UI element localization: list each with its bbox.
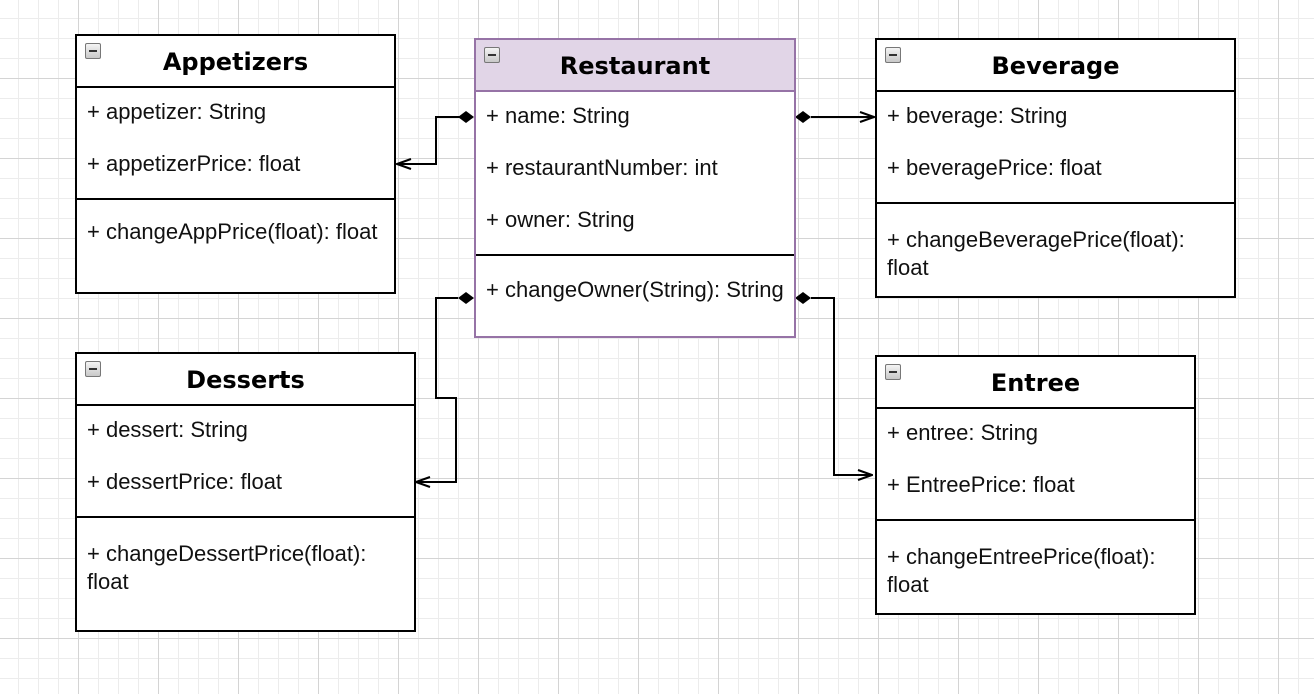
minus-square-icon[interactable] [484,47,500,63]
class-title: Restaurant [559,52,711,80]
methods-section: + changeEntreePrice(float): float [877,521,1194,599]
class-header: Restaurant [476,40,794,92]
attributes-section: + appetizer: String + appetizerPrice: fl… [77,88,394,200]
attributes-section: + name: String + restaurantNumber: int +… [476,92,794,256]
attributes-section: + beverage: String + beveragePrice: floa… [877,92,1234,204]
minus-square-icon[interactable] [885,47,901,63]
attribute[interactable]: + beverage: String [887,103,1068,128]
class-title: Beverage [991,52,1120,80]
attributes-section: + dessert: String + dessertPrice: float [77,406,414,518]
method[interactable]: + changeOwner(String): String [486,277,784,302]
class-header: Entree [877,357,1194,409]
composition-diamond [795,292,811,304]
method[interactable]: + changeEntreePrice(float): float [887,544,1156,597]
class-title: Entree [990,369,1081,397]
method[interactable]: + changeBeveragePrice(float): float [887,227,1185,280]
attributes-section: + entree: String + EntreePrice: float [877,409,1194,521]
method[interactable]: + changeAppPrice(float): float [87,219,378,244]
composition-diamond [458,111,474,123]
composition-diamond [458,292,474,304]
class-beverage[interactable]: Beverage + beverage: String + beveragePr… [875,38,1236,298]
connector-restaurant-desserts[interactable] [416,292,474,482]
attribute[interactable]: + dessert: String [87,417,248,442]
attribute[interactable]: + name: String [486,103,630,128]
methods-section: + changeDessertPrice(float): float [77,518,414,596]
minus-square-icon[interactable] [885,364,901,380]
attribute[interactable]: + entree: String [887,420,1039,445]
connector-restaurant-beverage[interactable] [795,111,874,123]
class-desserts[interactable]: Desserts + dessert: String + dessertPric… [75,352,416,632]
attribute[interactable]: + appetizer: String [87,99,267,124]
class-entree[interactable]: Entree + entree: String + EntreePrice: f… [875,355,1196,615]
attribute[interactable]: + owner: String [486,207,635,232]
methods-section: + changeOwner(String): String [476,256,794,304]
class-title: Appetizers [162,48,309,76]
attribute[interactable]: + beveragePrice: float [887,155,1102,180]
class-header: Appetizers [77,36,394,88]
class-header: Desserts [77,354,414,406]
class-appetizers[interactable]: Appetizers + appetizer: String + appetiz… [75,34,396,294]
composition-diamond [795,111,811,123]
class-title: Desserts [186,366,305,394]
attribute[interactable]: + restaurantNumber: int [486,155,718,180]
minus-square-icon[interactable] [85,361,101,377]
class-header: Beverage [877,40,1234,92]
methods-section: + changeAppPrice(float): float [77,200,394,246]
attribute[interactable]: + appetizerPrice: float [87,151,301,176]
connector-restaurant-appetizers[interactable] [397,111,474,164]
connector-restaurant-entree[interactable] [795,292,872,475]
minus-square-icon[interactable] [85,43,101,59]
attribute[interactable]: + EntreePrice: float [887,472,1075,497]
methods-section: + changeBeveragePrice(float): float [877,204,1234,282]
attribute[interactable]: + dessertPrice: float [87,469,283,494]
class-restaurant[interactable]: Restaurant + name: String + restaurantNu… [474,38,796,338]
method[interactable]: + changeDessertPrice(float): float [87,541,367,594]
